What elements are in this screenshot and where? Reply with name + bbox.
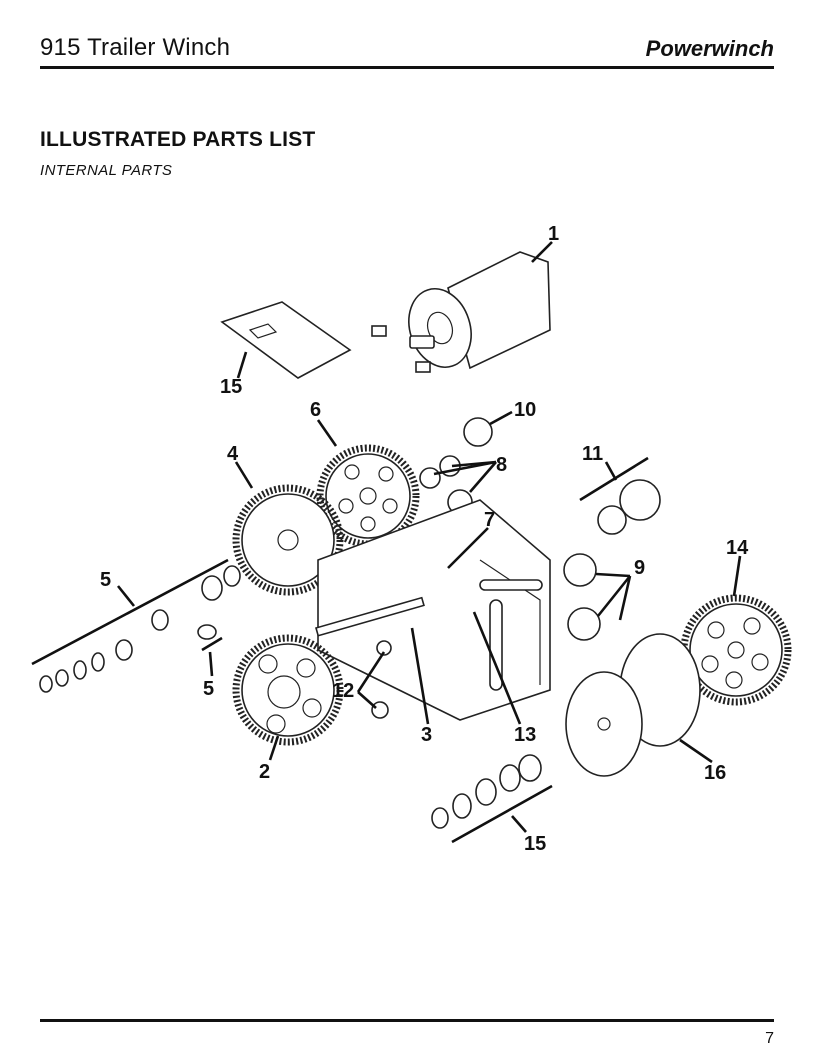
document-title: 915 Trailer Winch: [40, 34, 231, 61]
section-title: ILLUSTRATED PARTS LIST: [40, 128, 316, 151]
retaining-clip-part: [371, 640, 392, 719]
callout-4: 4: [227, 443, 239, 465]
callout-7: 7: [484, 509, 495, 531]
clutch-plate-part: [565, 633, 701, 777]
exploded-parts-diagram: 1 15 10 6 4 8 11 7 14 9 5 5 12 3 13 2 16…: [31, 223, 792, 855]
header-rule: [40, 66, 774, 69]
page-number: 7: [765, 1030, 774, 1047]
callout-15-hardware: 15: [524, 833, 546, 855]
hardware-stack-part-15: [431, 754, 542, 829]
callout-2: 2: [259, 761, 270, 783]
callout-16: 16: [704, 762, 726, 784]
gear-part-4: [232, 484, 344, 596]
gear-set-part-11: [597, 479, 661, 535]
callout-13: 13: [514, 724, 536, 746]
callout-9: 9: [634, 557, 645, 579]
callout-15-cover: 15: [220, 376, 242, 398]
gear-part-14: [680, 594, 792, 706]
gear-part-6: [316, 444, 420, 548]
callout-leaders: [31, 241, 742, 844]
brand-name: Powerwinch: [645, 36, 774, 61]
motor-part: [371, 251, 551, 373]
cover-plate-part: [220, 301, 352, 379]
footer-rule: [40, 1019, 774, 1022]
callout-5-stack: 5: [100, 569, 111, 591]
callout-11: 11: [582, 443, 603, 465]
washer-stack-part-5: [39, 565, 241, 693]
callout-3: 3: [421, 724, 432, 746]
callout-5-washer: 5: [203, 678, 214, 700]
drive-shaft-part: [315, 596, 425, 637]
pinion-gear-part: [463, 417, 493, 447]
callout-6: 6: [310, 399, 321, 421]
bearing-part-9: [563, 553, 601, 641]
callout-14: 14: [726, 537, 749, 559]
callout-12: 12: [332, 680, 354, 702]
section-subtitle: INTERNAL PARTS: [40, 162, 173, 179]
callout-8: 8: [496, 454, 507, 476]
callout-1: 1: [548, 223, 559, 245]
ring-gear-part: [232, 634, 344, 746]
callout-10: 10: [514, 399, 536, 421]
